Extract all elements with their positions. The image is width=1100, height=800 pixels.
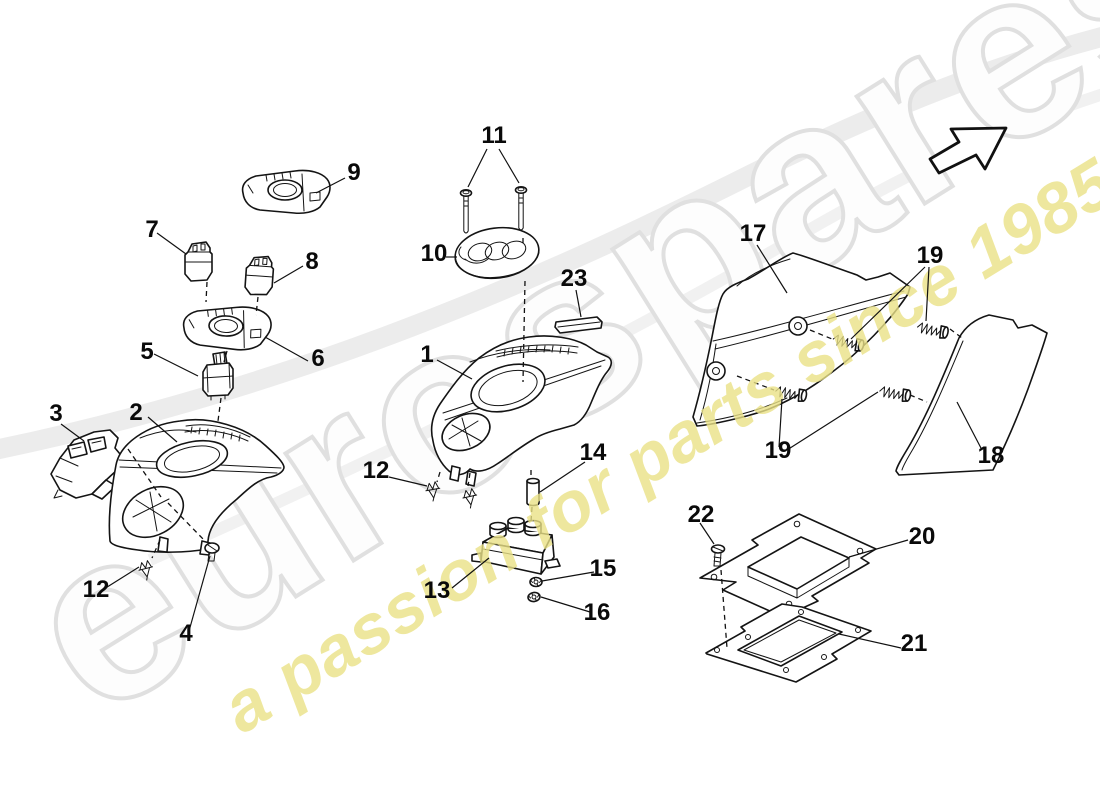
parts-layer <box>50 126 1048 683</box>
part-strip-23 <box>554 316 603 334</box>
part-console-trim-1 <box>430 335 613 487</box>
part-control-unit-13 <box>471 516 561 575</box>
part-label-2: 2 <box>129 399 142 426</box>
part-label-11: 11 <box>481 122 506 149</box>
part-switch-8 <box>243 254 276 297</box>
part-label-9: 9 <box>347 159 360 186</box>
assembly-dashed-lines <box>127 238 963 649</box>
part-label-12-b: 12 <box>363 457 390 484</box>
part-label-7: 7 <box>145 216 158 243</box>
part-pin-14 <box>526 477 540 507</box>
part-tray-20 <box>699 513 877 618</box>
callout-layer: 1 2 3 4 5 6 7 8 9 10 11 12 12 13 14 15 1… <box>49 122 1004 657</box>
part-screw-11-left <box>459 189 473 234</box>
part-screw-22 <box>710 544 726 567</box>
part-panel-17 <box>692 252 911 427</box>
part-label-10: 10 <box>421 240 448 267</box>
part-label-15: 15 <box>590 555 617 582</box>
part-screw-4 <box>204 542 220 562</box>
part-label-16: 16 <box>584 599 611 626</box>
part-label-4: 4 <box>179 620 193 647</box>
direction-arrow-icon <box>928 126 1008 175</box>
part-label-14: 14 <box>580 439 607 466</box>
part-bracket-3 <box>50 429 121 500</box>
control-unit-connectors <box>489 516 542 539</box>
part-switch-5 <box>202 351 234 401</box>
part-label-3: 3 <box>49 400 62 427</box>
part-frame-21 <box>705 603 872 683</box>
leader-lines <box>60 148 983 649</box>
part-label-21: 21 <box>901 630 928 657</box>
part-console-trim-2 <box>108 419 285 556</box>
part-nut-15 <box>529 576 543 588</box>
part-label-18: 18 <box>978 442 1005 469</box>
part-screw-19-d <box>877 384 913 404</box>
part-nut-16 <box>526 590 542 604</box>
part-label-8: 8 <box>305 248 318 275</box>
part-switch-7 <box>184 241 213 282</box>
part-label-6: 6 <box>311 345 324 372</box>
part-switch-carrier-middle <box>181 304 273 352</box>
watermark-swoosh-lower <box>147 88 1100 566</box>
part-label-5: 5 <box>140 338 153 365</box>
part-label-20: 20 <box>909 523 936 550</box>
part-label-22: 22 <box>688 501 715 528</box>
part-label-19-a: 19 <box>917 242 944 269</box>
part-label-17: 17 <box>740 220 767 247</box>
part-label-13: 13 <box>424 577 451 604</box>
part-label-19-b: 19 <box>765 437 792 464</box>
part-badge-10 <box>454 226 540 280</box>
part-label-23: 23 <box>561 265 588 292</box>
part-label-1: 1 <box>420 341 433 368</box>
part-label-12-a: 12 <box>83 576 110 603</box>
part-panel-18 <box>895 314 1048 476</box>
part-switch-carrier-top <box>241 169 331 215</box>
